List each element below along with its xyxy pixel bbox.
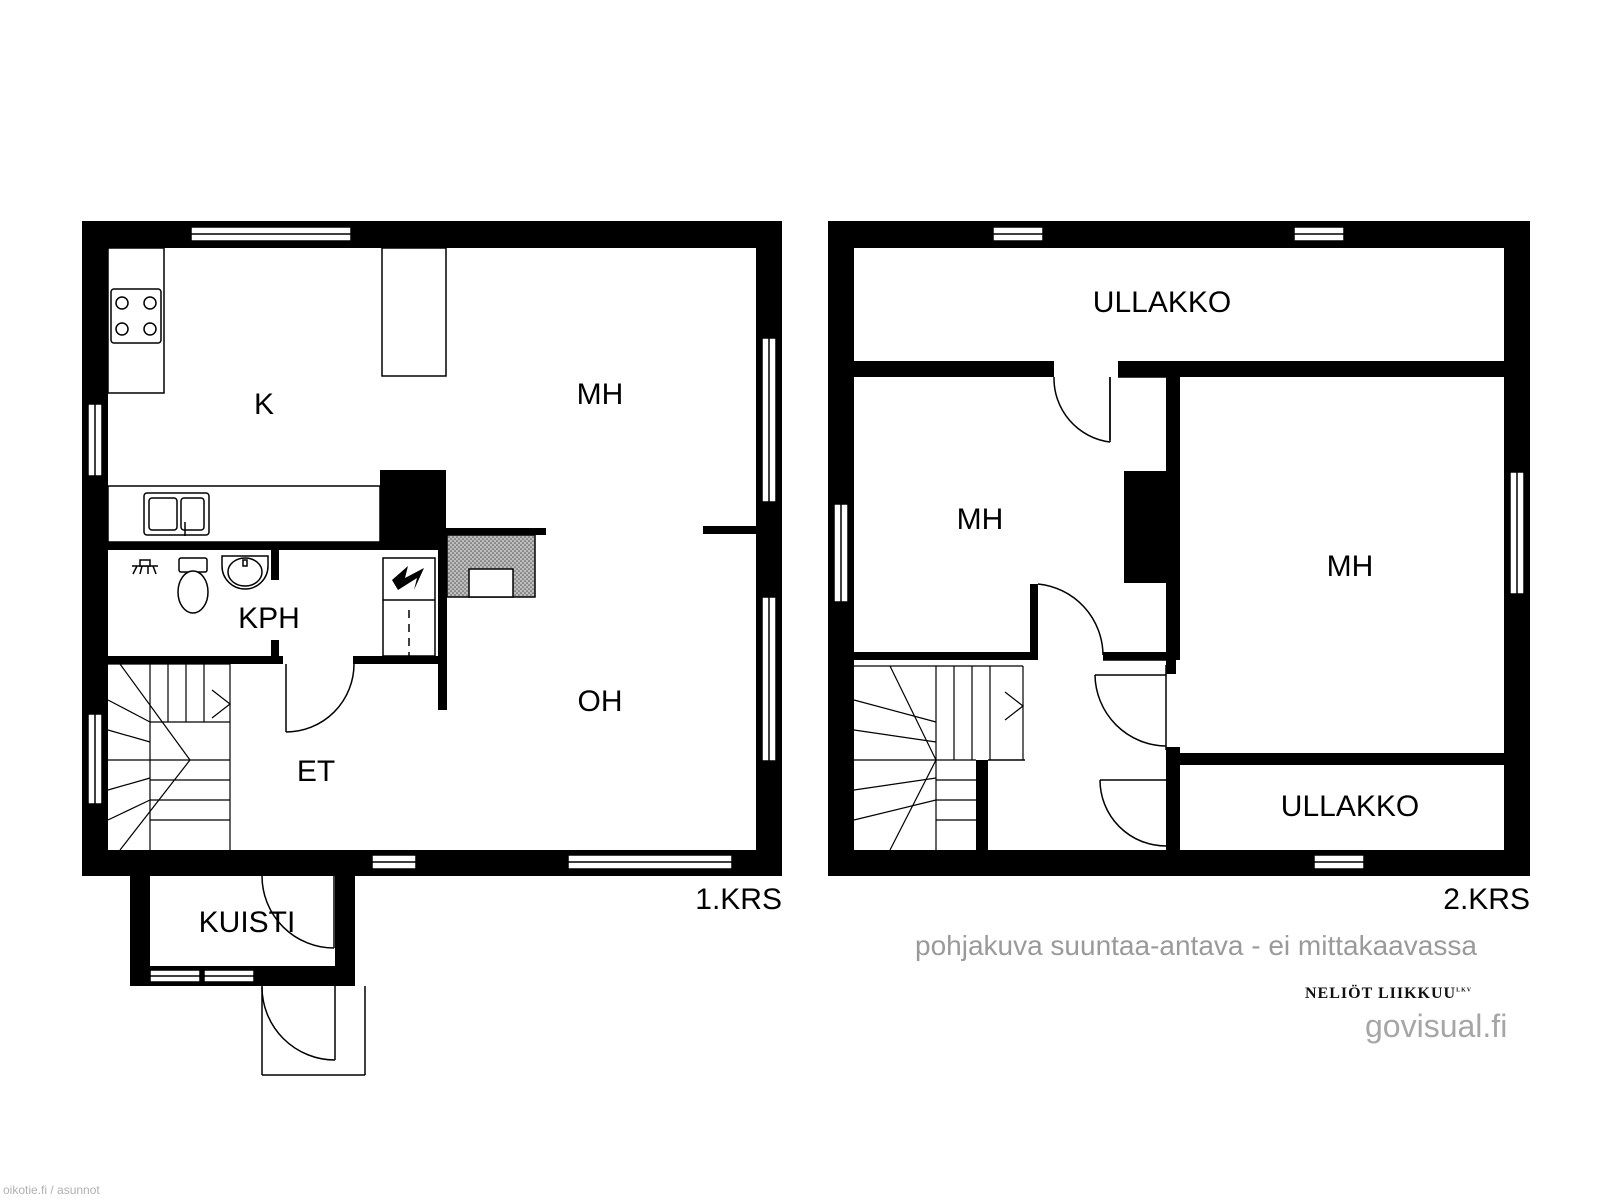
floor-2-doors (1037, 376, 1167, 847)
floor-2-plan: ULLAKKO MH MH ULLAKKO 2.KRS (828, 221, 1530, 916)
agency-mark: LKV (1456, 987, 1473, 994)
brand-watermark: govisual.fi (1365, 1008, 1508, 1044)
floor-2-interior-walls (854, 361, 1504, 850)
room-label-kitchen: K (254, 388, 274, 421)
room-label-attic-top: ULLAKKO (1093, 286, 1231, 319)
room-label-bedroom-right: MH (1327, 550, 1374, 583)
agency-logo: NELIÖT LIIKKUULKV (1305, 985, 1472, 1003)
room-label-bedroom-left: MH (957, 503, 1004, 536)
kitchen-fixtures (107, 247, 447, 543)
bathroom-fixtures (132, 555, 269, 614)
floor-1-plan: K MH KPH OH ET KUISTI 1.KRS (82, 221, 782, 1076)
electrical-closet (382, 557, 436, 657)
source-watermark: oikotie.fi / asunnot (3, 1183, 100, 1197)
fireplace (446, 534, 536, 598)
room-label-attic-bottom: ULLAKKO (1281, 790, 1419, 823)
agency-name: NELIÖT LIIKKUU (1305, 985, 1457, 1002)
floor-2-outer-walls (828, 221, 1530, 876)
floor-1-staircase (107, 663, 231, 851)
scale-disclaimer: pohjakuva suuntaa-antava - ei mittakaava… (915, 930, 1477, 961)
room-label-living-room: MH (577, 378, 624, 411)
floor-2-staircase (853, 665, 1024, 851)
room-label-bathroom: KPH (238, 602, 300, 635)
floor-1-windows (87, 226, 777, 870)
floor-1-doors (261, 663, 366, 1076)
room-label-entry: ET (297, 755, 335, 788)
room-label-hall: OH (578, 685, 623, 718)
floor-1-label: 1.KRS (695, 883, 782, 916)
floor-2-label: 2.KRS (1443, 883, 1530, 916)
floor-2-windows (833, 226, 1525, 870)
room-label-porch: KUISTI (199, 906, 296, 939)
porch-windows (149, 969, 255, 983)
